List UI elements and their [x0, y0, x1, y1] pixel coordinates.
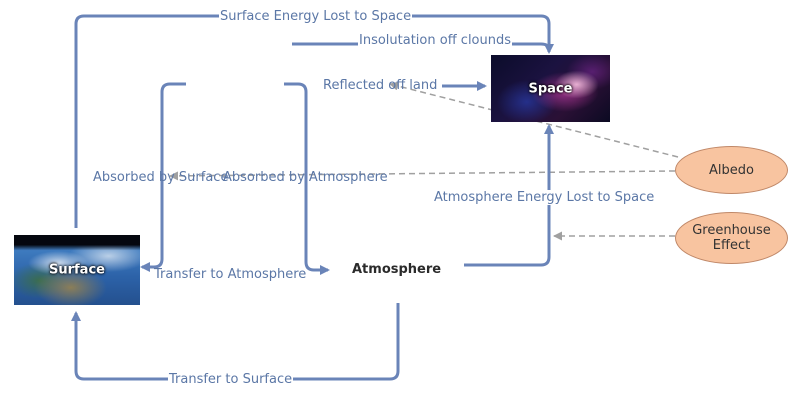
albedo-to-absorption-dashed [169, 170, 676, 181]
absorbed-by-atmosphere-edge [284, 82, 330, 275]
absorbed-by-surface-edge [140, 82, 186, 272]
surface-energy-lost-label: Surface Energy Lost to Space [219, 9, 413, 24]
transfer-to-atmosphere-label: Transfer to Atmosphere [154, 267, 307, 282]
greenhouse-effect-label: Greenhouse Effect [692, 223, 771, 253]
greenhouse-effect-node[interactable]: Greenhouse Effect [675, 212, 788, 264]
insolation-off-clouds-label: Insolutation off clounds [358, 33, 513, 48]
surface-label: Surface [49, 262, 105, 278]
insolation-off-clouds-edge [292, 42, 551, 51]
absorbed-by-surface-label: Absorbed by Surface [93, 170, 229, 185]
albedo-node[interactable]: Albedo [675, 146, 788, 194]
transfer-to-surface-edge [71, 303, 400, 381]
surface-node[interactable]: Surface [14, 235, 140, 305]
albedo-label: Albedo [709, 162, 754, 178]
transfer-to-surface-label: Transfer to Surface [168, 372, 294, 387]
space-label: Space [528, 81, 573, 96]
absorbed-by-atmosphere-label: Absorbed by Atmosphere [223, 170, 388, 185]
atmosphere-energy-lost-edge [464, 124, 554, 267]
atmosphere-energy-lost-label: Atmosphere Energy Lost to Space [433, 190, 656, 205]
space-node[interactable]: Space [491, 55, 610, 122]
reflected-off-land-label: Reflected off land [323, 78, 438, 93]
atmosphere-node[interactable]: Atmosphere [352, 262, 442, 277]
